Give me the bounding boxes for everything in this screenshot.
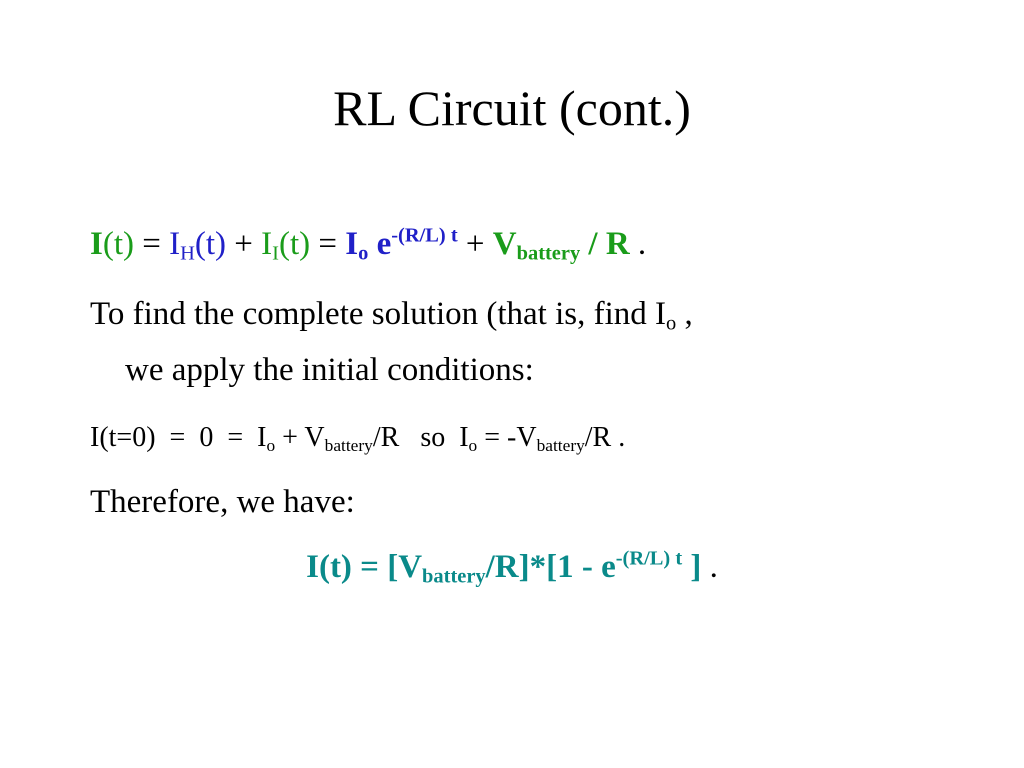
equation-initial-condition: I(t=0) = 0 = Io + Vbattery/R so Io = -Vb… [90,418,625,458]
line4-sub3: o [468,435,478,455]
eq1-IH-sub: H [180,242,195,265]
eq1-plus-2: + [457,226,493,262]
eq6-part1: I(t) = [V [306,549,423,585]
eq1-II-sub: I [272,242,279,265]
line4-sub4: battery [536,435,585,455]
eq1-period: . [629,226,647,262]
text-find-solution: To find the complete solution (that is, … [90,292,693,336]
text-therefore: Therefore, we have: [90,484,355,520]
line4-sub2: battery [324,435,373,455]
line2-text: To find the complete solution (that is, … [90,296,667,332]
eq1-IH-t: (t) [194,226,227,262]
eq6-sub: battery [422,565,486,588]
eq1-V-sub: battery [516,242,581,265]
eq1-e: e [368,226,392,262]
line2-sub: o [666,312,677,335]
eq6-exponent: -(R/L) t [615,547,683,570]
eq1-Io-sub: o [358,242,369,265]
eq1-exponent: -(R/L) t [391,224,458,247]
eq1-I: I [90,226,103,262]
slide-title: RL Circuit (cont.) [333,80,691,136]
text-initial-conditions: we apply the initial conditions: [125,352,534,388]
eq6-part2: /R]*[1 - e [485,549,616,585]
eq1-IH-I: I [169,226,181,262]
line4-part1: I(t=0) = 0 = I [90,422,267,453]
line4-part4: = -V [477,422,537,453]
eq1-V: V [492,226,517,262]
eq6-part3: ] [682,549,702,585]
eq1-II-I: I [261,226,273,262]
eq1-II-t: (t) [278,226,311,262]
eq1-equals-1: = [134,226,170,262]
eq1-Io-I: I [345,226,359,262]
eq1-plus-1: + [226,226,262,262]
eq1-over-R: / R [580,226,630,262]
line4-part2: + V [275,422,325,453]
equation-final-result: I(t) = [Vbattery/R]*[1 - e-(R/L) t ] . [0,545,1024,589]
eq1-t: (t) [102,226,134,262]
line2-tail: , [676,296,693,332]
line4-sub1: o [266,435,276,455]
line4-part3: /R so I [372,422,469,453]
eq1-equals-2: = [310,226,346,262]
eq6-period: . [701,549,718,585]
equation-general-solution: I(t) = IH(t) + II(t) = Io e-(R/L) t + Vb… [90,222,646,266]
line4-part5: /R . [584,422,626,453]
